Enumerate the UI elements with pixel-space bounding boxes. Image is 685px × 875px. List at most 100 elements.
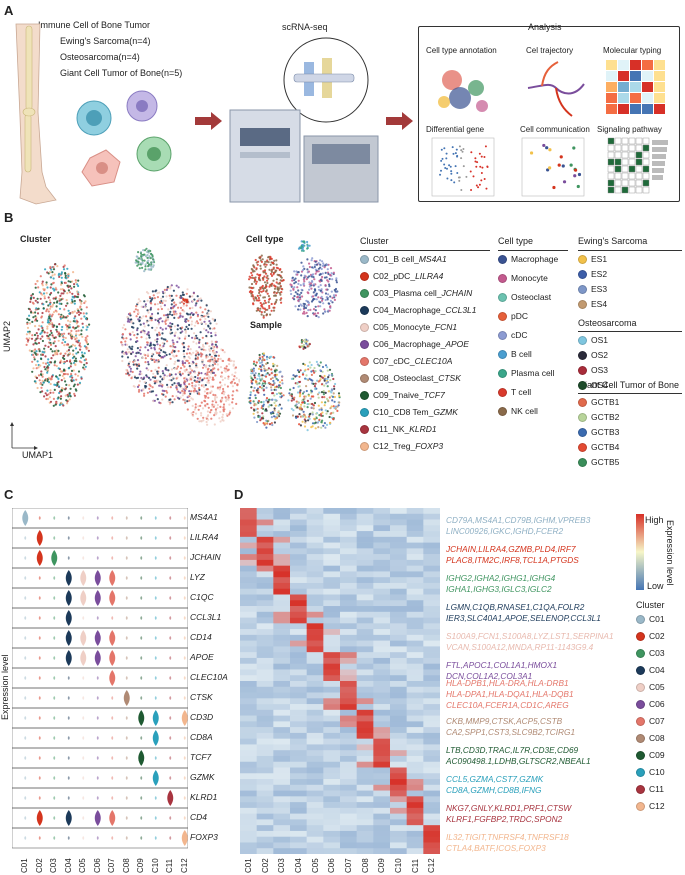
violin-shape — [65, 630, 72, 646]
heatmap-cell — [340, 600, 357, 607]
cluster-umap-point — [73, 310, 76, 313]
celltype-umap-point — [275, 263, 278, 266]
heatmap-cell — [340, 802, 357, 809]
celltype-umap-point — [290, 292, 293, 296]
heatmap-cell — [273, 646, 291, 653]
sample-legend-item: OS4 — [578, 380, 608, 390]
celltype-umap-point — [262, 289, 265, 292]
heatmap-cluster-legend-item: C10 — [636, 767, 665, 777]
cluster-umap-point — [183, 377, 186, 380]
heatmap-cell — [406, 629, 424, 636]
cluster-umap-point — [138, 349, 142, 352]
sample-umap-point — [288, 392, 291, 395]
heatmap-cell — [390, 652, 407, 659]
cluster-umap-point — [39, 332, 42, 335]
cluster-umap-point — [208, 370, 211, 373]
heatmap-cell — [390, 698, 407, 705]
heatmap-cell — [256, 617, 274, 624]
sample-umap-point — [254, 394, 257, 397]
sample-umap-point — [252, 362, 255, 365]
sample-umap-point — [253, 386, 256, 389]
sample-umap-point — [314, 382, 317, 385]
heatmap-cell — [323, 744, 341, 751]
cluster-umap-point — [74, 373, 77, 376]
signaling-cell — [642, 172, 650, 180]
heatmap-cell — [340, 571, 357, 578]
cluster-umap-point — [77, 325, 80, 328]
heatmap-cell — [273, 571, 291, 578]
cluster-umap-point — [168, 313, 171, 316]
heatmap-cell — [256, 577, 274, 584]
cluster-umap-point — [148, 295, 151, 299]
heatmap-cell — [290, 704, 307, 711]
celltype-umap-point — [299, 308, 302, 311]
sample-color-swatch — [578, 380, 587, 390]
volcano-point — [479, 165, 482, 168]
sample-umap-point — [278, 381, 282, 384]
celltype-umap-point — [303, 276, 306, 279]
sample-umap-point — [311, 402, 314, 406]
cluster-umap-point — [69, 395, 72, 398]
heatmap-cell — [256, 669, 274, 676]
cluster-umap-point — [58, 299, 61, 302]
heatmap-cell — [373, 617, 391, 624]
cluster-umap-point — [157, 308, 160, 311]
cluster-umap-point — [47, 321, 50, 324]
heatmap-cell — [273, 796, 291, 803]
celltype-umap-point — [296, 273, 299, 276]
heatmap-cell — [306, 744, 324, 751]
heatmap-cluster-legend-item: C06 — [636, 699, 665, 709]
heatmap-cell — [306, 830, 324, 837]
violin-shape — [24, 716, 27, 720]
heatmap-cell — [356, 755, 374, 763]
heatmap-cell — [323, 755, 341, 763]
signaling-cell — [642, 151, 650, 159]
cluster-umap-point — [58, 302, 61, 305]
volcano-point — [477, 186, 480, 189]
sample-legend-label: ES2 — [591, 269, 608, 279]
cluster-umap-point — [202, 419, 205, 422]
cluster-umap-point — [178, 370, 182, 373]
celltype-umap-point — [265, 289, 268, 292]
cluster-umap-point — [72, 379, 75, 382]
cluster-umap-point — [216, 403, 219, 407]
violin-shape — [38, 596, 41, 600]
heatmap-cell — [290, 848, 307, 854]
celltype-umap-point — [321, 260, 324, 263]
cluster-umap-point — [63, 368, 66, 371]
sample-umap-point — [275, 377, 278, 380]
celltype-umap-point — [321, 264, 324, 268]
cluster-umap-point — [53, 364, 56, 367]
communication-thumbnail — [521, 137, 585, 197]
cluster-umap-point — [145, 315, 148, 318]
cluster-umap-point — [81, 354, 84, 357]
cluster-color-swatch — [636, 631, 645, 641]
cluster-umap-point — [173, 362, 176, 365]
heatmap-cell — [306, 721, 324, 728]
sample-plot-label: Sample — [250, 320, 283, 330]
cluster-umap-point — [70, 374, 73, 377]
cluster-umap-point — [58, 297, 61, 300]
cluster-umap-point — [146, 309, 149, 312]
cluster-umap-point — [185, 312, 189, 315]
celltype-legend-item: pDC — [498, 311, 528, 321]
cluster-umap-point — [211, 345, 214, 348]
cluster-umap-point — [55, 375, 58, 378]
cluster-umap-point — [126, 356, 130, 359]
celltype-umap-point — [279, 298, 282, 301]
heatmap-cell — [423, 836, 440, 843]
heatmap-cell — [406, 750, 424, 757]
heatmap-cell — [306, 692, 324, 699]
cluster-umap-point — [79, 305, 82, 308]
heatmap-cell — [340, 681, 357, 688]
cluster-umap-point — [79, 348, 82, 351]
gene-set-line: NKG7,GNLY,KLRD1,PRF1,CTSW — [446, 803, 572, 813]
cluster-umap-point — [68, 392, 71, 395]
heatmap-cell — [256, 807, 274, 814]
cluster-umap-point — [182, 298, 185, 301]
heatmap-cell — [390, 802, 407, 809]
heatmap-cell — [306, 669, 324, 676]
cluster-umap-point — [77, 310, 80, 314]
sample-legend-label: OS1 — [591, 335, 609, 345]
cluster-umap-point — [181, 330, 184, 333]
